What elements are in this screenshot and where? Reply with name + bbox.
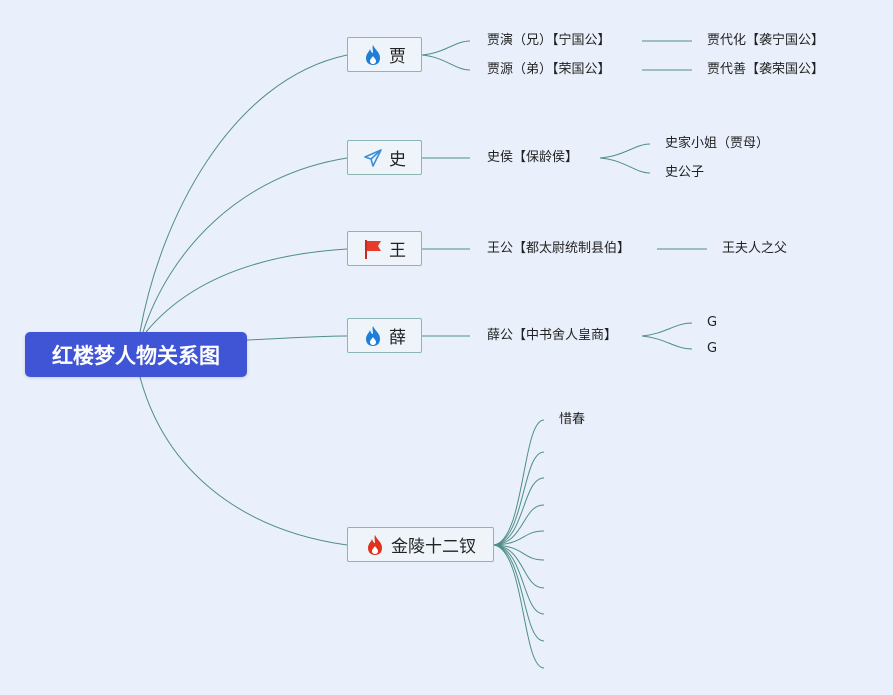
link-jinling-10	[493, 544, 545, 669]
node-wang-gong[interactable]: 王公【都太尉统制县伯】	[487, 241, 631, 256]
link-jia-yuan	[421, 54, 471, 71]
flame-red-icon	[365, 534, 385, 556]
link-jinling-8	[493, 544, 545, 615]
branch-xue-label: 薛	[389, 328, 406, 348]
link-jinling-4	[493, 504, 545, 546]
branch-jinling-label: 金陵十二钗	[391, 537, 476, 557]
branch-shi-label: 史	[389, 150, 406, 170]
link-jinling-9	[493, 544, 545, 642]
flame-blue-icon	[363, 325, 383, 347]
node-jia-daihua[interactable]: 贾代化【袭宁国公】	[707, 33, 825, 48]
node-shi-hou[interactable]: 史侯【保龄侯】	[487, 150, 579, 165]
node-shi-gongzi[interactable]: 史公子	[665, 165, 705, 180]
root-title: 红楼梦人物关系图	[52, 343, 220, 368]
link-root-xue	[246, 335, 348, 341]
root-node[interactable]: 红楼梦人物关系图	[25, 332, 247, 377]
branch-shi[interactable]: 史	[347, 140, 422, 175]
link-xuegong-g2	[641, 335, 693, 350]
link-jinling-7	[493, 544, 545, 589]
link-jinling-2	[493, 451, 545, 546]
paper-plane-icon	[363, 147, 383, 169]
link-jinling-5	[493, 530, 545, 546]
link-root-wang	[145, 248, 348, 333]
link-hou-gongzi	[599, 157, 651, 174]
link-jia-yan	[421, 40, 471, 56]
link-hou-xiaojie	[599, 143, 651, 159]
branch-jia[interactable]: 贾	[347, 37, 422, 72]
link-jinling-6	[493, 544, 545, 561]
branch-jinling[interactable]: 金陵十二钗	[347, 527, 494, 562]
branch-xue[interactable]: 薛	[347, 318, 422, 353]
red-flag-icon	[363, 238, 383, 260]
branch-wang[interactable]: 王	[347, 231, 422, 266]
node-jia-yuan[interactable]: 贾源（弟）【荣国公】	[487, 62, 611, 77]
branch-jia-label: 贾	[389, 47, 406, 67]
node-xue-g2[interactable]: G	[707, 341, 718, 356]
link-root-jinling	[139, 376, 348, 546]
link-jinling-1	[493, 419, 545, 546]
node-jinling-xichun[interactable]: 惜春	[559, 412, 586, 427]
branch-wang-label: 王	[389, 241, 406, 261]
node-jia-yan[interactable]: 贾演（兄）【宁国公】	[487, 33, 611, 48]
node-xue-g1[interactable]: G	[707, 315, 718, 330]
node-wang-furen-father[interactable]: 王夫人之父	[722, 241, 788, 256]
link-xuegong-g1	[641, 322, 693, 337]
link-jinling-3	[493, 477, 545, 546]
node-xue-gong[interactable]: 薛公【中书舍人皇商】	[487, 328, 618, 343]
node-shi-xiaojie[interactable]: 史家小姐（贾母）	[665, 136, 770, 151]
link-root-jia	[139, 54, 348, 333]
node-jia-daishan[interactable]: 贾代善【袭荣国公】	[707, 62, 825, 77]
link-root-shi	[142, 157, 348, 333]
flame-blue-icon	[363, 44, 383, 66]
